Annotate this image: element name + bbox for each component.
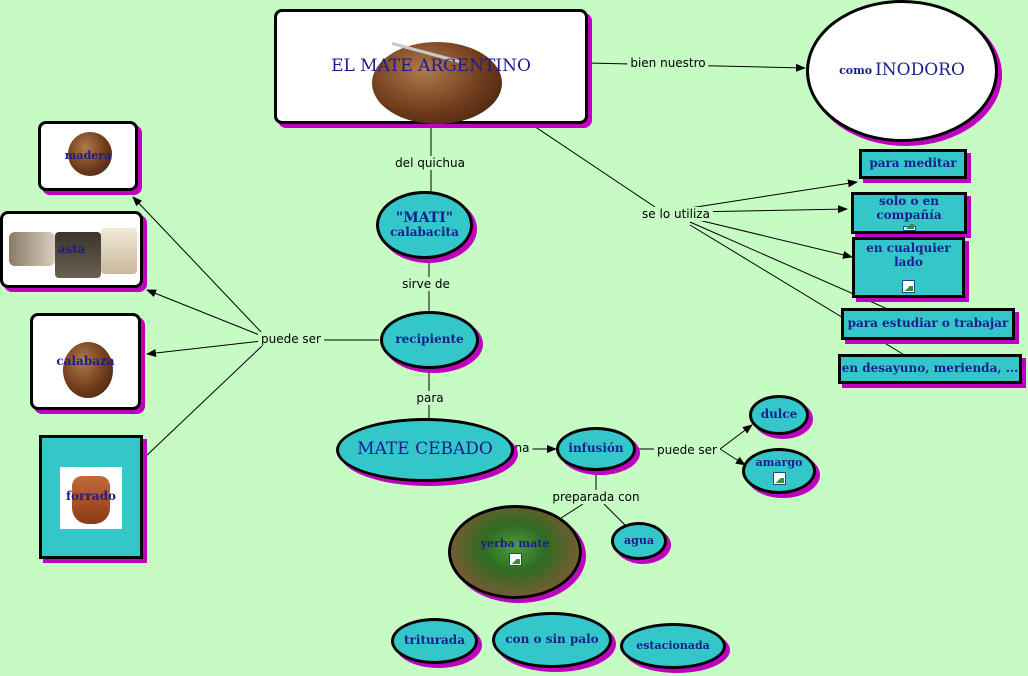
solo-compania-label: solo o en compañía — [876, 194, 942, 222]
link-label-bien-nuestro: bien nuestro — [627, 56, 709, 70]
node-solo-o-en-compania[interactable]: solo o en compañía — [851, 192, 967, 234]
node-triturada[interactable]: triturada — [391, 618, 478, 664]
link-label-sirve-de: sirve de — [399, 277, 453, 291]
inodoro-prefix: como — [839, 63, 873, 77]
node-agua[interactable]: agua — [611, 522, 667, 560]
node-madera[interactable]: madera — [38, 121, 138, 191]
madera-label: madera — [64, 148, 112, 162]
node-en-cualquier-lado[interactable]: en cualquier lado — [852, 237, 965, 298]
amargo-label: amargo — [755, 455, 803, 469]
node-amargo[interactable]: amargo — [742, 448, 816, 494]
node-calabaza[interactable]: calabaza — [30, 313, 141, 410]
estacionada-label: estacionada — [636, 638, 710, 652]
node-estacionada[interactable]: estacionada — [620, 623, 726, 669]
link-label-se-lo-utiliza: se lo utiliza — [639, 207, 713, 221]
cualquier-lado-label: en cualquier lado — [866, 241, 951, 269]
main-node-el-mate-argentino[interactable]: EL MATE ARGENTINO — [274, 9, 588, 124]
asta-horn-image — [9, 232, 55, 266]
mati-line1: "MATI" — [395, 210, 454, 227]
estudiar-label: para estudiar o trabajar — [847, 316, 1009, 331]
link-label-puede-ser-right: puede ser — [654, 443, 720, 457]
madera-gourd-image — [68, 132, 112, 176]
forrado-label: forrado — [66, 489, 116, 504]
mate-cebado-label: MATE CEBADO — [357, 439, 493, 460]
link-label-puede-ser-left: puede ser — [258, 332, 324, 346]
node-para-meditar[interactable]: para meditar — [859, 149, 967, 179]
inodoro-name: INODORO — [875, 60, 965, 81]
agua-label: agua — [624, 533, 654, 547]
recipiente-label: recipiente — [395, 332, 464, 347]
dulce-label: dulce — [760, 407, 798, 422]
image-attachment-icon[interactable] — [772, 472, 786, 486]
node-en-desayuno-merienda[interactable]: en desayuno, merienda, ... — [838, 354, 1022, 384]
node-forrado[interactable]: forrado — [39, 435, 143, 559]
image-attachment-icon[interactable] — [508, 553, 522, 567]
calabaza-label: calabaza — [56, 353, 115, 368]
link-label-del-quichua: del quichua — [392, 156, 468, 170]
image-attachment-icon[interactable] — [902, 223, 916, 231]
image-attachment-icon[interactable] — [902, 279, 915, 293]
node-mate-cebado[interactable]: MATE CEBADO — [336, 418, 514, 482]
link-label-na: na — [511, 441, 533, 455]
node-inodoro[interactable]: como INODORO — [806, 0, 998, 142]
node-para-estudiar-o-trabajar[interactable]: para estudiar o trabajar — [841, 308, 1015, 340]
mati-line2: calabacita — [390, 225, 459, 240]
asta-label: asta — [57, 241, 86, 256]
link-label-preparada-con: preparada con — [549, 490, 643, 504]
node-dulce[interactable]: dulce — [749, 395, 809, 435]
para-meditar-label: para meditar — [869, 156, 957, 171]
node-asta[interactable]: asta — [0, 211, 143, 288]
yerba-mate-label: yerba mate — [480, 536, 550, 550]
infusion-label: infusión — [568, 441, 624, 456]
desayuno-label: en desayuno, merienda, ... — [841, 361, 1019, 376]
node-con-o-sin-palo[interactable]: con o sin palo — [492, 612, 612, 668]
main-node-label: EL MATE ARGENTINO — [331, 55, 531, 76]
node-recipiente[interactable]: recipiente — [380, 311, 479, 369]
link-label-para: para — [413, 391, 447, 405]
node-yerba-mate[interactable]: yerba mate — [448, 505, 582, 599]
asta-cup-image — [55, 232, 101, 278]
node-mati-calabacita[interactable]: "MATI" calabacita — [376, 191, 473, 259]
forrado-mate-image — [72, 476, 110, 524]
asta-cup2-image — [101, 228, 137, 274]
triturada-label: triturada — [404, 633, 465, 648]
calabaza-gourd-image — [63, 342, 113, 398]
con-sin-palo-label: con o sin palo — [505, 632, 599, 647]
node-infusion[interactable]: infusión — [556, 427, 636, 471]
